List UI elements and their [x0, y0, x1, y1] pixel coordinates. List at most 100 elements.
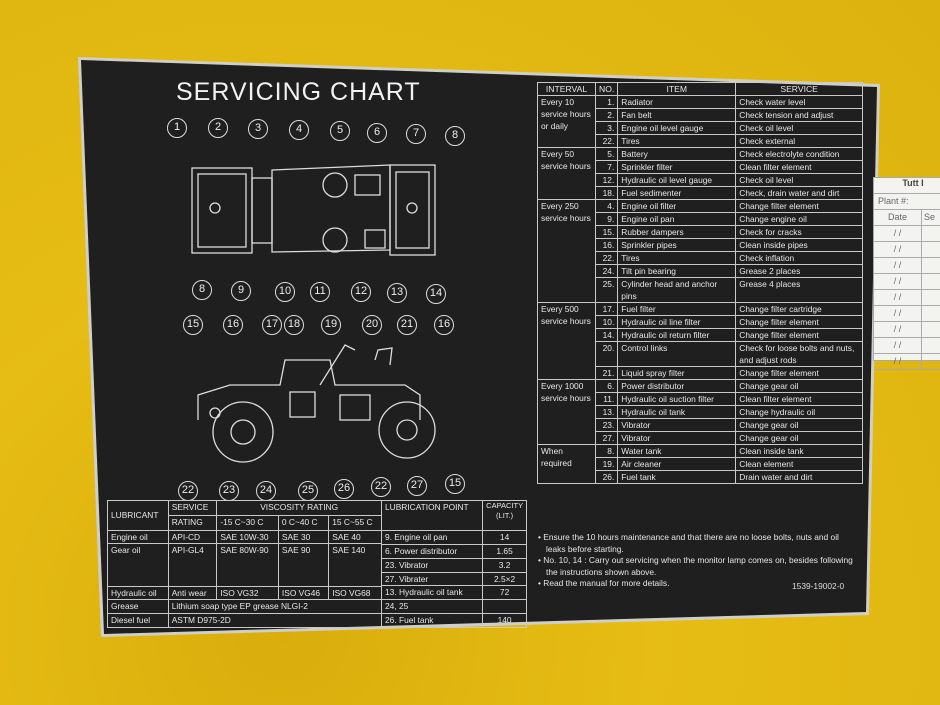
header-lubricant: LUBRICANT [107, 500, 169, 531]
service-cell: Change gear oil [735, 418, 863, 432]
no-cell: 24. [594, 264, 619, 278]
callout-number: 22 [178, 481, 198, 501]
plant-label: Plant #: [878, 196, 909, 206]
service-cell: Clean filter element [735, 160, 863, 174]
callout-number: 1 [167, 118, 187, 138]
service-cell: Check oil level [735, 121, 863, 135]
service-cell: Change gear oil [735, 431, 863, 445]
callout-number: 22 [371, 477, 391, 497]
date-blank: / / [874, 226, 922, 241]
log-row: / / [874, 274, 940, 290]
log-row: / / [874, 258, 940, 274]
no-cell: 26. [594, 470, 619, 484]
callout-number: 14 [426, 284, 446, 304]
lubrication-point-cell: 23. Vibrator [380, 557, 484, 573]
no-cell: 25. [594, 277, 619, 303]
no-cell: 12. [594, 173, 619, 187]
date-blank: / / [874, 290, 922, 305]
note: • Read the manual for more details. [538, 578, 670, 588]
no-cell: 22. [594, 251, 619, 265]
callout-number: 11 [310, 282, 330, 302]
gear-oil-rating: API-GL4 [167, 543, 218, 587]
no-cell: 4. [594, 199, 619, 213]
engine-oil-rating: API-CD [167, 529, 218, 545]
service-cell: Check water level [735, 95, 863, 109]
no-cell: 11. [594, 392, 619, 406]
service-cell: Check oil level [735, 173, 863, 187]
header-viscosity: VISCOSITY RATING [216, 500, 382, 516]
interval-cell: Every 1000 service hours [537, 379, 596, 445]
no-cell: 16. [594, 238, 619, 252]
no-cell: 10. [594, 315, 619, 329]
item-cell: Tires [617, 134, 737, 148]
item-cell: Cylinder head and anchor pins [617, 277, 737, 303]
log-card-title: Tutt I [902, 178, 924, 188]
callout-number: 24 [256, 481, 276, 501]
note: • No. 10, 14 : Carry out servicing when … [538, 555, 853, 577]
hydraulic-oil-label: Hydraulic oil [107, 585, 169, 601]
date-header: Date [874, 210, 922, 225]
no-cell: 18. [594, 186, 619, 200]
date-blank: / / [874, 322, 922, 337]
item-cell: Rubber dampers [617, 225, 737, 239]
temp-range-3: 15 C~55 C [328, 514, 382, 531]
item-cell: Fuel filter [617, 302, 737, 316]
temp-range-1: -15 C~30 C [216, 514, 279, 531]
capacity-cell: 140 [482, 613, 527, 628]
callout-number: 7 [406, 124, 426, 144]
callout-number: 12 [351, 282, 371, 302]
no-cell: 5. [594, 147, 619, 161]
log-row: / / [874, 338, 940, 354]
item-cell: Power distributor [617, 379, 737, 393]
service-cell: Grease 2 places [735, 264, 863, 278]
service-cell: Change filter element [735, 199, 863, 213]
capacity-cell: 2.5×2 [482, 571, 527, 587]
interval-cell: Every 500 service hours [537, 302, 596, 380]
item-cell: Sprinkler pipes [617, 238, 737, 252]
lubrication-point-cell: 9. Engine oil pan [380, 529, 484, 545]
date-blank: / / [874, 338, 922, 353]
service-cell: Clean inside tank [735, 444, 863, 458]
item-cell: Fan belt [617, 108, 737, 122]
callout-number: 16 [434, 315, 454, 335]
callout-number: 19 [321, 315, 341, 335]
no-cell: 19. [594, 457, 619, 471]
service-header: Se [924, 212, 936, 222]
lubrication-point-cell: 26. Fuel tank [380, 613, 484, 628]
no-cell: 23. [594, 418, 619, 432]
header-item: ITEM [617, 82, 737, 96]
log-row: / / [874, 306, 940, 322]
header-no: NO. [594, 82, 619, 96]
header-interval: INTERVAL [537, 82, 596, 96]
no-cell: 22. [594, 134, 619, 148]
interval-cell: Every 250 service hours [537, 199, 596, 303]
callout-number: 9 [231, 281, 251, 301]
capacity-cell [482, 599, 527, 615]
service-cell: Change engine oil [735, 212, 863, 226]
interval-cell: Every 50 service hours [537, 147, 596, 200]
service-cell: Clean filter element [735, 392, 863, 406]
gear-oil-v3: SAE 140 [328, 543, 382, 587]
item-cell: Battery [617, 147, 737, 161]
table-row: 24, 25 [380, 599, 527, 615]
item-cell: Fuel sedimenter [617, 186, 737, 200]
no-cell: 21. [594, 366, 619, 380]
interval-cell: Every 10 service hours or daily [537, 95, 596, 148]
interval-cell: When required [537, 444, 596, 484]
item-cell: Tires [617, 251, 737, 265]
service-cell: Check, drain water and dirt [735, 186, 863, 200]
callout-number: 13 [387, 283, 407, 303]
lubrication-point-cell: 6. Power distributor [380, 543, 484, 559]
